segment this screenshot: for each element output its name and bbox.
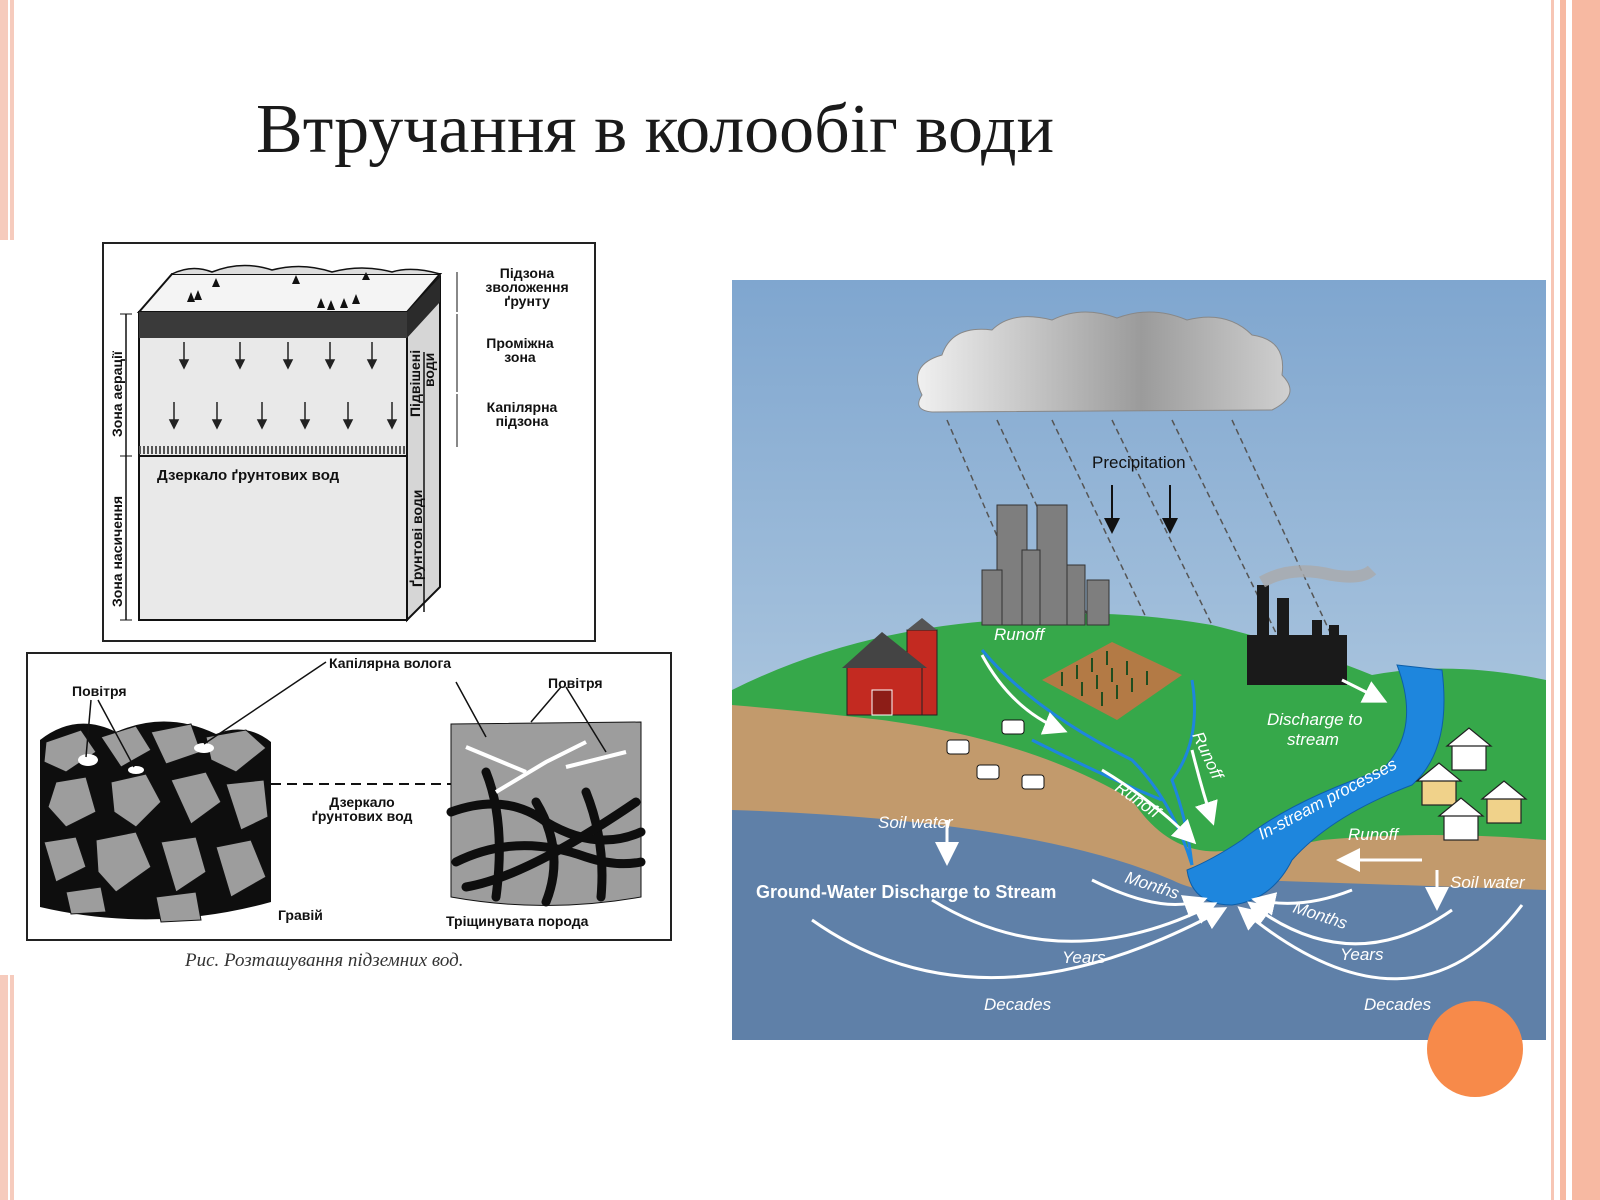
groundwater-label: Ґрунтові води (409, 490, 425, 587)
air-right-label: Повітря (548, 675, 603, 691)
precipitation-label: Precipitation (1092, 453, 1186, 472)
capillary-subzone-label-1: Капілярна (487, 399, 558, 415)
gw-discharge-label: Ground-Water Discharge to Stream (756, 882, 1056, 902)
slide-border-left (0, 0, 22, 1200)
subzone-soil-label-2: зволоження (485, 279, 568, 295)
intermediate-zone-label-2: зона (504, 349, 536, 365)
elevated-water-label-2: води (421, 353, 437, 387)
water-table-detail-label-2: ґрунтових вод (312, 808, 413, 824)
fractured-rock-label: Тріщинувата порода (446, 913, 589, 929)
discharge-label-2: stream (1287, 730, 1339, 749)
runoff-label-1: Runoff (994, 625, 1046, 644)
years-left-label: Years (1062, 948, 1106, 967)
subzone-soil-label-3: ґрунту (504, 293, 550, 309)
capillary-moisture-label: Капілярна волога (329, 655, 451, 671)
runoff-label-4: Runoff (1348, 825, 1400, 844)
figure-caption: Рис. Розташування підземних вод. (185, 950, 464, 971)
slide-border-right (1530, 0, 1600, 1200)
gravel-label: Гравій (278, 907, 323, 923)
soil-water-right-label: Soil water (1450, 873, 1526, 892)
decades-left-label: Decades (984, 995, 1052, 1014)
water-table-label: Дзеркало ґрунтових вод (157, 467, 340, 484)
aeration-zone-label: Зона аерації (109, 350, 125, 437)
accent-dot (1427, 1001, 1523, 1097)
decades-right-label: Decades (1364, 995, 1432, 1014)
groundwater-zones-block: Зона аерації Зона насичення Ґрунтові вод… (102, 242, 596, 642)
pore-detail-panel: Капілярна волога Повітря Повітря Гравій … (26, 652, 672, 941)
elevated-water-label-1: Підвішені (407, 350, 423, 417)
water-table-detail-label-1: Дзеркало (329, 794, 395, 810)
saturation-zone-label: Зона насичення (109, 496, 125, 607)
capillary-subzone-label-2: підзона (496, 413, 549, 429)
soil-water-left-label: Soil water (878, 813, 954, 832)
discharge-label-1: Discharge to (1267, 710, 1362, 729)
air-left-label: Повітря (72, 683, 127, 699)
years-right-label: Years (1340, 945, 1384, 964)
slide-title: Втручання в колообіг води (256, 91, 1055, 168)
water-cycle-diagram: Precipitation Runoff Runoff Runoff Runof… (732, 280, 1546, 1040)
intermediate-zone-label-1: Проміжна (486, 335, 554, 351)
subzone-soil-label-1: Підзона (500, 265, 555, 281)
